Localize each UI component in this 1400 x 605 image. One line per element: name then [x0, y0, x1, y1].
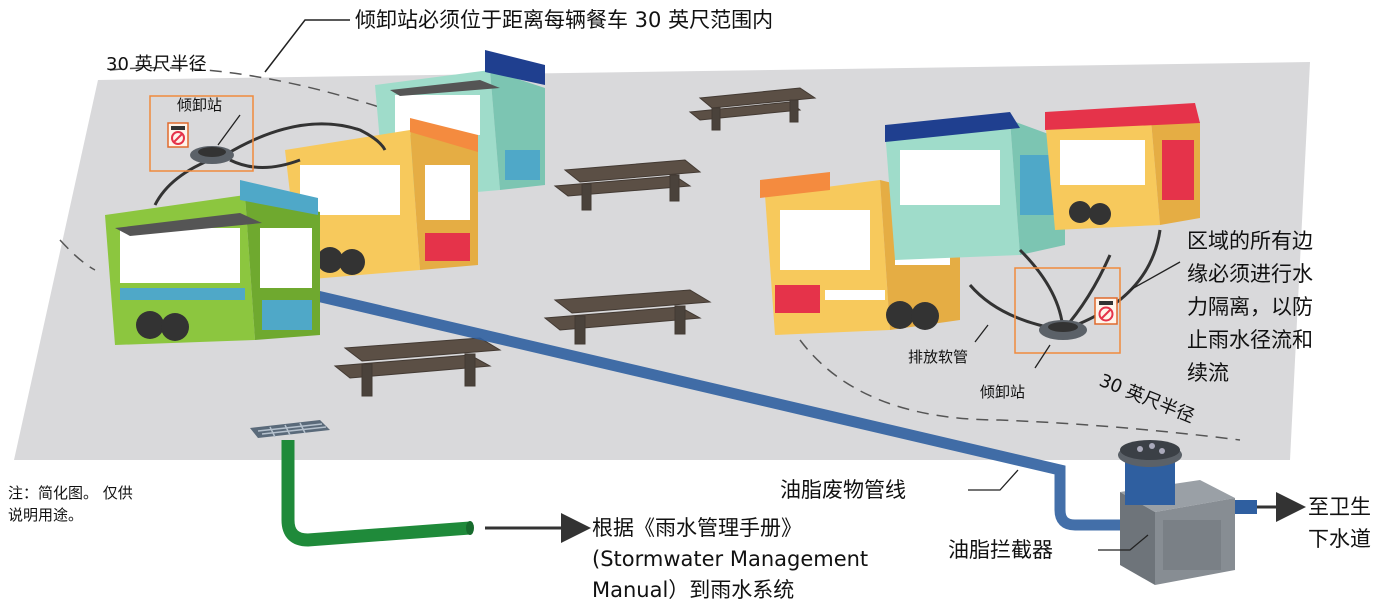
- food-truck-red-right: [1045, 103, 1200, 230]
- dump-station-callout-right: [1014, 267, 1121, 354]
- to-sewer-line-2: 下水道: [1308, 527, 1371, 551]
- radius-arc-left-lower: [59, 239, 96, 271]
- to-sewer-line-1: 至卫生: [1308, 495, 1371, 519]
- edge-note-leader: [1129, 261, 1181, 291]
- edge-note-line-5: 续流: [1187, 361, 1229, 385]
- picnic-table: [553, 159, 702, 211]
- grease-line-leader: [968, 469, 1019, 491]
- note-line-1: 注：简化图。 仅供: [8, 484, 133, 502]
- edge-note-line-4: 止雨水径流和: [1187, 328, 1313, 352]
- dump-station-right-leader: [1034, 344, 1051, 369]
- top-callout-leader: [264, 19, 350, 73]
- drain-hose-label: 排放软管: [908, 348, 968, 366]
- picnic-table: [688, 87, 817, 131]
- grease-waste-line: [298, 286, 1120, 531]
- note-line-2: 说明用途。: [8, 506, 83, 524]
- dump-station-label-left: 倾卸站: [177, 96, 222, 114]
- storm-drain-grate-icon: [250, 420, 330, 438]
- grease-waste-line-label: 油脂废物管线: [780, 478, 906, 502]
- edge-note-line-3: 力隔离，以防: [1187, 295, 1313, 319]
- grease-interceptor-label: 油脂拦截器: [948, 538, 1053, 562]
- no-dumping-sign-icon: [167, 122, 189, 148]
- picnic-table: [543, 289, 712, 345]
- drain-hose-leader: [974, 324, 989, 343]
- top-callout-label: 倾卸站必须位于距离每辆餐车 30 英尺范围内: [355, 8, 773, 32]
- storm-system-line-3: Manual）到雨水系统: [592, 578, 794, 602]
- dump-station-callout-left: [149, 95, 254, 172]
- radius-arc-right: [799, 339, 1241, 441]
- radius-label-left: 30 英尺半径: [106, 54, 207, 75]
- dump-station-right: [1039, 320, 1087, 340]
- dump-station-label-right: 倾卸站: [980, 383, 1025, 401]
- dump-station-left: [190, 146, 234, 164]
- edge-note-line-2: 缘必须进行水: [1187, 262, 1313, 286]
- storm-system-line-2: (Stormwater Management: [592, 547, 868, 571]
- picnic-table: [333, 337, 502, 397]
- storm-pipe: [281, 440, 471, 547]
- food-truck-teal-right: [885, 112, 1065, 260]
- no-dumping-sign-icon: [1094, 297, 1118, 325]
- storm-pipe-end: [466, 521, 474, 535]
- edge-note-line-1: 区域的所有边: [1187, 229, 1313, 253]
- grease-interceptor-tank: [1118, 440, 1257, 585]
- interceptor-leader: [1098, 534, 1149, 551]
- food-truck-green: [105, 180, 320, 345]
- storm-system-line-1: 根据《雨水管理手册》: [592, 516, 802, 540]
- dump-station-left-leader: [217, 114, 241, 146]
